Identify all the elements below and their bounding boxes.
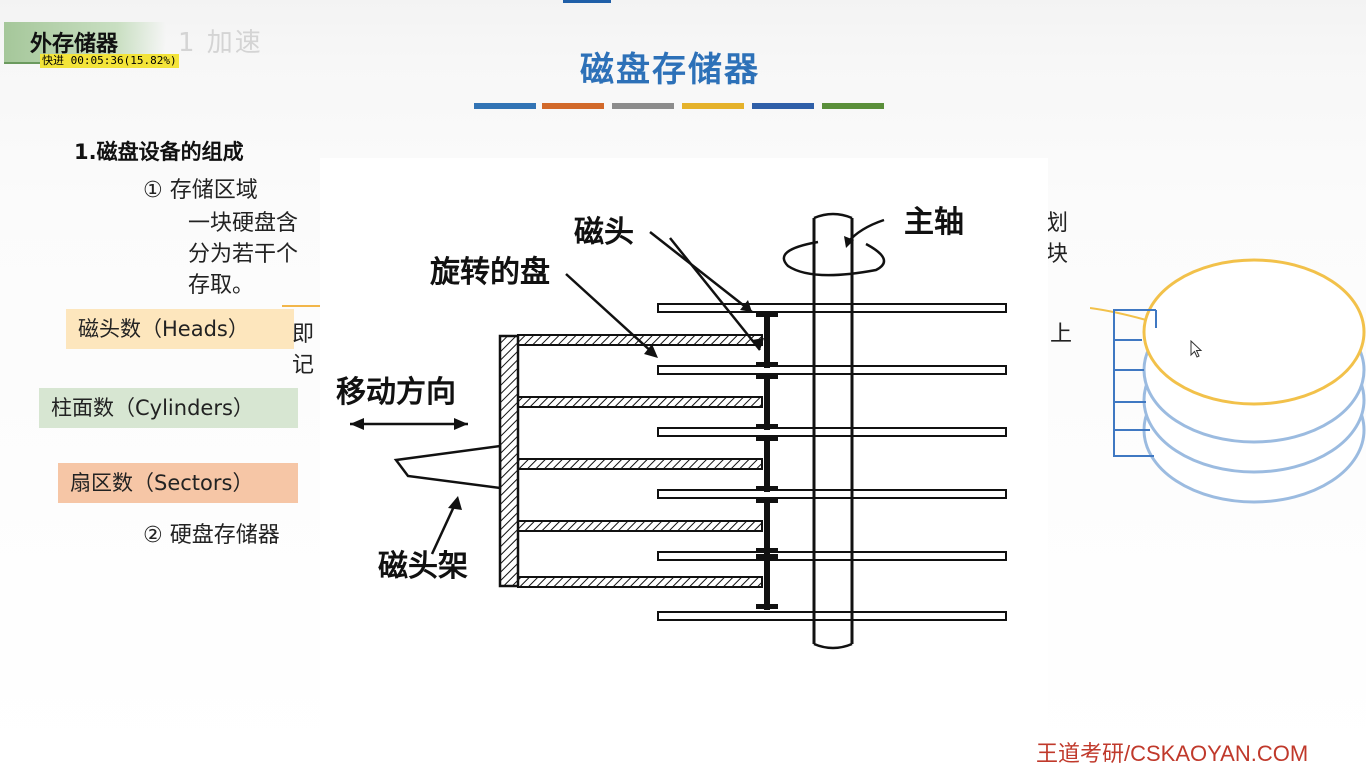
footer-brand: 王道考研/CSKAOYAN.COM (1036, 741, 1309, 766)
para-line-2: 分为若干个 (188, 242, 299, 267)
head-arm (517, 436, 778, 492)
spindle (782, 212, 886, 650)
disk-stack-illustration (1090, 258, 1366, 504)
platter (657, 611, 1007, 621)
read-write-head (764, 436, 770, 492)
faint-watermark: 1 加速 (178, 28, 263, 58)
disk-structure-diagram: 磁头 主轴 旋转的盘 移动方向 磁头架 (336, 205, 1007, 650)
title-color-bar (752, 103, 814, 109)
head-arm (517, 374, 778, 430)
para-line-1: 一块硬盘含 (188, 211, 299, 236)
head-arms (517, 312, 778, 610)
platter (657, 365, 1007, 375)
section-tag-text: 外存储器 (30, 32, 119, 57)
move-direction-label: 移动方向 (336, 375, 456, 410)
mouse-cursor-icon (1190, 340, 1203, 358)
item-hard-disk: ② 硬盘存储器 (143, 523, 280, 548)
platters (657, 303, 1007, 621)
item-storage-area: ① 存储区域 (143, 178, 258, 203)
section-heading: 1.磁盘设备的组成 (74, 140, 244, 164)
title-color-bar (542, 103, 604, 109)
slide-title: 磁盘存储器 (580, 50, 760, 90)
read-write-head (764, 312, 770, 368)
para-right-1: 划 (1046, 211, 1069, 236)
top-marker (563, 0, 611, 3)
playback-osd: 快进 00:05:36(15.82%) (40, 54, 179, 68)
title-color-bar (612, 103, 674, 109)
heads-box: 磁头数（Heads） (66, 309, 294, 349)
platter (657, 303, 1007, 313)
disk-platter-top (1142, 258, 1366, 406)
arrowheads (350, 236, 854, 510)
cylinder-box (1113, 309, 1157, 457)
para-right-2: 块 (1046, 242, 1069, 267)
disk-structure-figure: 磁头 主轴 旋转的盘 移动方向 磁头架 (320, 158, 1048, 776)
platter (657, 427, 1007, 437)
platter (657, 489, 1007, 499)
head-carriage (393, 334, 520, 588)
heads-desc-line2: 记 (292, 353, 315, 378)
title-color-bar (822, 103, 884, 109)
heads-desc-start: 即 (292, 322, 315, 347)
label-group: 磁头 主轴 旋转的盘 移动方向 磁头架 (336, 205, 964, 584)
head-label: 磁头 (574, 215, 634, 250)
read-write-head (764, 374, 770, 430)
arm-label: 磁头架 (378, 549, 468, 584)
platter (657, 551, 1007, 561)
platter-label: 旋转的盘 (430, 255, 550, 290)
read-write-head (764, 498, 770, 554)
cylinders-box: 柱面数（Cylinders） (39, 388, 298, 428)
sectors-box: 扇区数（Sectors） (58, 463, 298, 503)
head-arm (517, 554, 778, 610)
title-color-bar (682, 103, 744, 109)
heads-connector-line (282, 305, 322, 307)
heads-desc-end: 上 (1050, 322, 1073, 347)
head-arm (517, 498, 778, 554)
read-write-head (764, 554, 770, 610)
para-line-3: 存取。 (188, 273, 255, 298)
spindle-label: 主轴 (904, 205, 964, 240)
title-color-bar (474, 103, 536, 109)
head-arm (517, 312, 778, 368)
